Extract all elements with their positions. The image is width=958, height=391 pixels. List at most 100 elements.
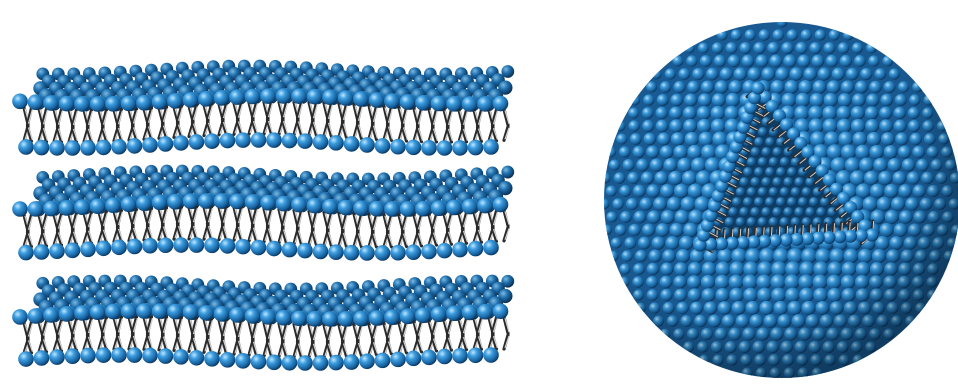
lipid-head — [260, 309, 276, 325]
lipid-head — [276, 310, 292, 326]
lipid-head — [369, 92, 385, 108]
lipid-head — [276, 196, 292, 212]
lipid-head — [59, 96, 75, 112]
lipid-head — [80, 241, 96, 257]
lipid-head — [183, 92, 199, 108]
lipid-head — [421, 140, 437, 156]
lipid-head — [121, 196, 137, 212]
inner-lipid-head — [739, 177, 749, 187]
inner-lipid-head — [805, 177, 815, 187]
lipid-head — [121, 303, 137, 319]
lipid-head — [483, 347, 499, 363]
lipid-head — [307, 311, 323, 327]
lipid-head — [214, 306, 230, 322]
inner-lipid-head — [802, 187, 812, 197]
lipid-head — [446, 305, 462, 321]
inner-lipid-head — [739, 207, 749, 217]
lipid-head — [282, 133, 298, 149]
lipid-head — [74, 96, 90, 112]
lipid-head — [297, 133, 313, 149]
lipid-head — [121, 96, 137, 112]
lipid-head — [229, 89, 245, 105]
lipid-head — [152, 195, 168, 211]
lipid-head — [65, 348, 81, 364]
inner-lipid-head — [743, 197, 753, 207]
lipid-head — [477, 198, 493, 214]
inner-lipid-head — [809, 197, 819, 207]
inner-lipid-head — [736, 187, 746, 197]
inner-lipid-head — [816, 207, 826, 217]
lipid-head — [493, 197, 509, 213]
lipid-head — [431, 306, 447, 322]
lipid-head — [220, 352, 236, 368]
lipid-head — [251, 240, 267, 256]
lipid-head — [173, 349, 189, 365]
lipid-head — [328, 355, 344, 371]
lipid-head — [353, 200, 369, 216]
lipid-head — [462, 199, 478, 215]
lipid-head — [167, 93, 183, 109]
lipid-head — [338, 90, 354, 106]
lipid-head — [96, 140, 112, 156]
lipid-head — [322, 89, 338, 105]
lipid-head — [229, 194, 245, 210]
lipid-head — [406, 244, 422, 260]
lipid-head — [468, 140, 484, 156]
lipid-head — [173, 237, 189, 253]
lipid-head — [28, 94, 44, 110]
lipid-head — [369, 201, 385, 217]
lipid-head — [105, 197, 121, 213]
lipid-head — [18, 351, 34, 367]
inner-lipid-head — [761, 147, 771, 157]
inner-lipid-head — [758, 187, 768, 197]
inner-lipid-head — [769, 157, 779, 167]
lipid-head — [65, 140, 81, 156]
lipid-head — [18, 245, 34, 261]
lipid-head — [344, 136, 360, 152]
lipid-head — [406, 140, 422, 156]
lipid-head — [214, 90, 230, 106]
lipid-head — [462, 305, 478, 321]
inner-lipid-head — [772, 177, 782, 187]
inner-lipid-head — [732, 197, 742, 207]
lipid-head — [266, 241, 282, 257]
lipid-head — [344, 354, 360, 370]
lipid-head — [291, 197, 307, 213]
lipid-head — [65, 243, 81, 259]
lipid-head — [437, 140, 453, 156]
lipid-head — [136, 303, 152, 319]
lipid-head — [198, 305, 214, 321]
lipid-head — [359, 245, 375, 261]
lipid-head — [235, 353, 251, 369]
lipid-head — [266, 355, 282, 371]
lipid-head — [204, 351, 220, 367]
inner-lipid-head — [787, 197, 797, 207]
lipid-head — [74, 199, 90, 215]
inner-lipid-head — [750, 207, 760, 217]
lipid-head — [384, 201, 400, 217]
lipid-head — [359, 353, 375, 369]
inner-lipid-head — [735, 217, 745, 227]
lipid-head — [291, 311, 307, 327]
lipid-head — [12, 94, 28, 110]
lipid-head — [328, 135, 344, 151]
lipid-head — [43, 307, 59, 323]
lipid-head — [80, 348, 96, 364]
lipid-head — [297, 243, 313, 259]
lipid-head — [111, 239, 127, 255]
lipid-head — [158, 136, 174, 152]
lipid-head — [43, 201, 59, 217]
lipid-head — [375, 353, 391, 369]
inner-lipid-head — [783, 177, 793, 187]
lipid-head — [245, 308, 261, 324]
lipid-head — [384, 309, 400, 325]
lipid-head — [18, 139, 34, 155]
lipid-head — [183, 304, 199, 320]
lipid-head — [384, 93, 400, 109]
inner-lipid-head — [747, 187, 757, 197]
lipid-head — [136, 95, 152, 111]
lipid-head — [183, 193, 199, 209]
inner-lipid-head — [772, 207, 782, 217]
